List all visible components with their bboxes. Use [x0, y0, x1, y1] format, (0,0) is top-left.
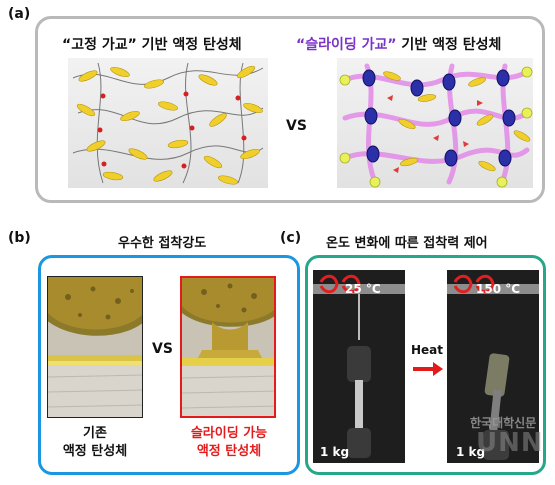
- fixed-network-graphic: [72, 62, 264, 185]
- panel-c-title: 온도 변화에 따른 접착력 제어: [326, 236, 488, 251]
- conventional-adhesion-photo: [47, 276, 143, 418]
- temp-25: 25 °C: [345, 282, 381, 296]
- heated-graphic: [447, 270, 539, 463]
- quote-close: ”: [387, 37, 397, 53]
- conventional-photo-graphic: [48, 277, 142, 417]
- heat-arrow-icon: [413, 361, 443, 380]
- quote-open: “: [62, 37, 72, 53]
- conventional-caption: 기존 액정 탄성체: [40, 425, 150, 461]
- panel-b-title: 우수한 접착강도: [118, 236, 207, 251]
- panel-a-label: (a): [8, 6, 31, 22]
- weight-label-left: 1 kg: [320, 445, 350, 459]
- panel-a-left-title: “고정 가교” 기반 액정 탄성체: [62, 34, 242, 54]
- panel-b-vs: VS: [152, 341, 173, 357]
- sliding-network-graphic: [339, 63, 533, 188]
- watermark-logo: UNN: [476, 428, 544, 458]
- temp-150: 150 °C: [476, 282, 521, 296]
- quote-open: “: [296, 37, 306, 53]
- panel-b-label: (b): [8, 230, 31, 246]
- room-temp-graphic: [313, 270, 405, 463]
- panel-c-label: (c): [280, 230, 302, 246]
- sliding-crosslink-label: 슬라이딩 가교: [305, 37, 388, 53]
- watermark-text: 한국대학신문: [470, 416, 537, 430]
- fixed-crosslink-label: 고정 가교: [71, 37, 128, 53]
- sliding-photo-graphic: [182, 278, 274, 416]
- right-title-suffix: 기반 액정 탄성체: [396, 37, 502, 53]
- left-title-suffix: 기반 액정 탄성체: [136, 37, 242, 53]
- heated-photo: [447, 270, 539, 463]
- heat-label: Heat: [411, 343, 444, 357]
- panel-a-right-title: “슬라이딩 가교” 기반 액정 탄성체: [296, 34, 501, 54]
- sliding-caption-line2: 액정 탄성체: [196, 444, 262, 459]
- sliding-caption-line1: 슬라이딩 가능: [190, 426, 268, 441]
- sliding-crosslink-diagram: [337, 58, 533, 188]
- conventional-caption-line2: 액정 탄성체: [62, 444, 128, 459]
- room-temp-photo: [313, 270, 405, 463]
- panel-a-vs: VS: [286, 118, 307, 134]
- sliding-caption: 슬라이딩 가능 액정 탄성체: [168, 425, 290, 461]
- sliding-adhesion-photo: [180, 276, 276, 418]
- conventional-caption-line1: 기존: [83, 426, 107, 441]
- fixed-crosslink-diagram: [68, 58, 268, 188]
- weight-label-right: 1 kg: [456, 445, 486, 459]
- quote-close: ”: [127, 37, 137, 53]
